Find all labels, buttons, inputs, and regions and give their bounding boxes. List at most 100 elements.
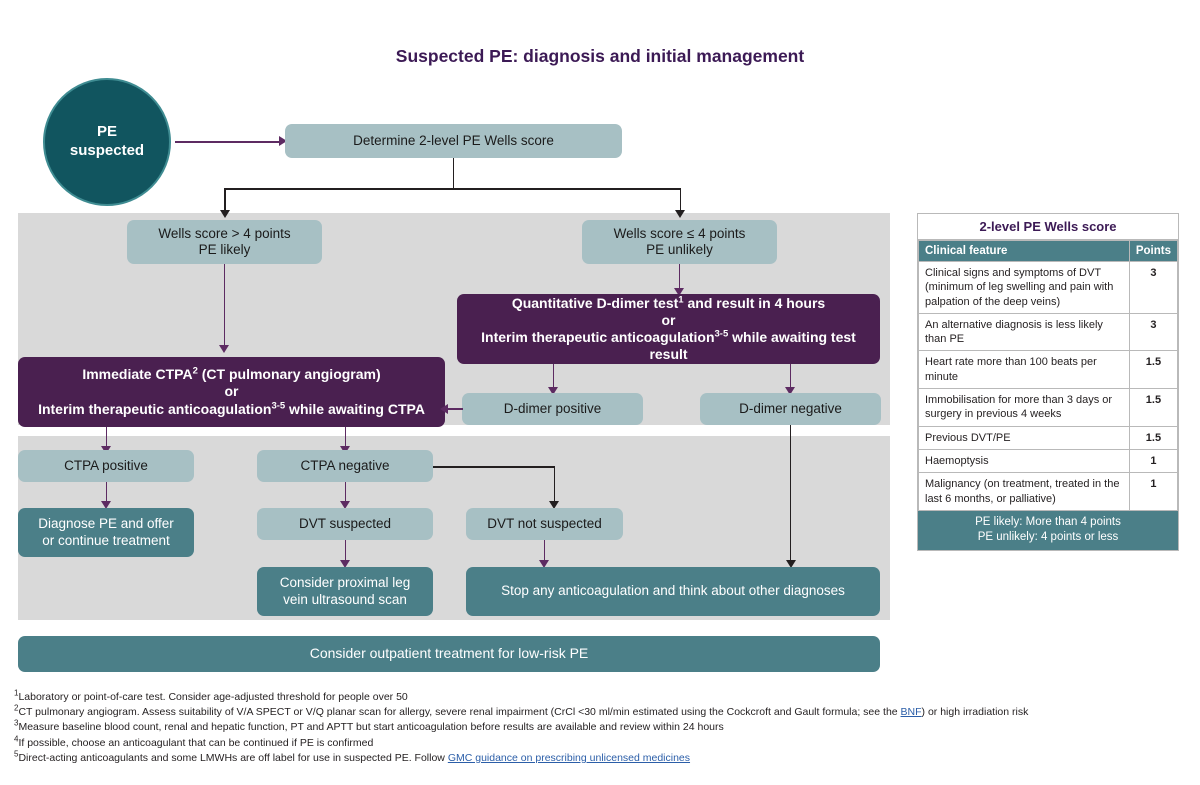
footnote-1: 1Laboratory or point-of-care test. Consi… bbox=[14, 688, 408, 703]
node-wells-likely-line2: PE likely bbox=[198, 242, 251, 257]
node-ddimer-test[interactable]: Quantitative D-dimer test1 and result in… bbox=[457, 294, 880, 364]
wells-score-table: 2-level PE Wells score Clinical feature … bbox=[917, 213, 1179, 551]
node-ultrasound-scan[interactable]: Consider proximal leg vein ultrasound sc… bbox=[257, 567, 433, 616]
node-ultrasound-line1: Consider proximal leg bbox=[279, 575, 411, 591]
connector-determine-right-drop bbox=[679, 188, 681, 214]
arrow-to-wells-unlikely bbox=[675, 210, 685, 218]
node-ultrasound-line2: vein ultrasound scan bbox=[283, 591, 407, 607]
node-determine-wells-score[interactable]: Determine 2-level PE Wells score bbox=[285, 124, 622, 158]
arrow-dvtnot-to-stop bbox=[539, 560, 549, 568]
wells-footer-line1: PE likely: More than 4 points bbox=[975, 515, 1121, 528]
node-wells-unlikely-line2: PE unlikely bbox=[646, 242, 713, 257]
node-immediate-ctpa-line3: Interim therapeutic anticoagulation3-5 w… bbox=[38, 399, 425, 417]
wells-points: 3 bbox=[1128, 312, 1179, 352]
footnote-2: 2CT pulmonary angiogram. Assess suitabil… bbox=[14, 703, 1029, 719]
wells-feature: Heart rate more than 100 beats per minut… bbox=[918, 350, 1130, 390]
arrow-ctpapos-to-diagnose bbox=[101, 501, 111, 509]
wells-points: 1.5 bbox=[1128, 425, 1179, 450]
table-row: Previous DVT/PE 1.5 bbox=[918, 425, 1179, 450]
arrow-to-wells-likely bbox=[219, 210, 230, 218]
node-pe-suspected-line1: PE bbox=[96, 123, 117, 141]
node-ddimer-test-line1: Quantitative D-dimer test1 and result in… bbox=[511, 294, 826, 311]
node-ddimer-positive[interactable]: D-dimer positive bbox=[462, 393, 643, 425]
connector-determine-rail bbox=[224, 188, 681, 190]
node-outpatient-treatment[interactable]: Consider outpatient treatment for low-ri… bbox=[18, 636, 880, 672]
connector-dvtnot-to-stop bbox=[543, 540, 546, 562]
node-pe-suspected[interactable]: PE suspected bbox=[43, 78, 171, 206]
node-immediate-ctpa[interactable]: Immediate CTPA2 (CT pulmonary angiogram)… bbox=[18, 357, 445, 427]
node-stop-anticoagulation[interactable]: Stop any anticoagulation and think about… bbox=[466, 567, 880, 616]
arrow-ctpaneg-to-dvtnot bbox=[549, 501, 559, 509]
node-ddimer-test-line3: Interim therapeutic anticoagulation3-5 w… bbox=[481, 328, 856, 363]
arrow-dvtsuspected-to-ultrasound bbox=[340, 560, 350, 568]
table-row: Immobilisation for more than 3 days or s… bbox=[918, 388, 1179, 427]
connector-ctpa-to-positive bbox=[105, 427, 108, 448]
page-title: Suspected PE: diagnosis and initial mana… bbox=[395, 46, 805, 66]
wells-table-header-row: Clinical feature Points bbox=[918, 240, 1179, 262]
node-wells-unlikely[interactable]: Wells score ≤ 4 points PE unlikely bbox=[582, 220, 777, 264]
wells-points: 1.5 bbox=[1128, 388, 1179, 427]
node-dvt-suspected[interactable]: DVT suspected bbox=[257, 508, 433, 540]
connector-unlikely-to-ddimer bbox=[678, 264, 681, 289]
wells-feature: Malignancy (on treatment, treated in the… bbox=[918, 472, 1130, 511]
footnote-3: 3Measure baseline blood count, renal and… bbox=[14, 718, 724, 734]
wells-points: 3 bbox=[1128, 261, 1179, 314]
wells-feature: An alternative diagnosis is less likely … bbox=[918, 312, 1130, 352]
arrow-ddimerpos-to-ctpa bbox=[440, 403, 448, 414]
connector-likely-to-ctpa bbox=[223, 264, 226, 346]
node-pe-suspected-line2: suspected bbox=[69, 142, 145, 159]
arrow-start-to-determine bbox=[279, 136, 287, 146]
footnote-5: 5Direct-acting anticoagulants and some L… bbox=[14, 749, 691, 764]
node-ddimer-negative[interactable]: D-dimer negative bbox=[700, 393, 881, 425]
connector-ctpaneg-elbow-h bbox=[433, 466, 555, 468]
wells-points: 1.5 bbox=[1128, 350, 1179, 390]
node-diagnose-pe-line2: or continue treatment bbox=[42, 532, 170, 548]
gmc-guidance-link[interactable]: GMC guidance on prescribing unlicensed m… bbox=[447, 751, 691, 764]
connector-ddimerpos-to-ctpa bbox=[445, 408, 463, 410]
node-ddimer-test-line2: or bbox=[661, 311, 676, 328]
connector-ctpapos-to-diagnose bbox=[105, 482, 108, 503]
wells-table-title: 2-level PE Wells score bbox=[918, 214, 1178, 240]
arrow-likely-to-ctpa bbox=[219, 345, 229, 353]
node-wells-likely-line1: Wells score > 4 points bbox=[158, 225, 291, 241]
node-immediate-ctpa-line2: or bbox=[224, 383, 239, 400]
arrow-ddimertest-to-negative bbox=[785, 387, 795, 395]
wells-feature: Previous DVT/PE bbox=[918, 425, 1130, 450]
arrow-ddimertest-to-positive bbox=[548, 387, 558, 395]
wells-header-points: Points bbox=[1128, 240, 1179, 262]
wells-feature: Clinical signs and symptoms of DVT (mini… bbox=[918, 261, 1130, 314]
connector-dvtsuspected-to-ultrasound bbox=[344, 540, 347, 562]
table-row: Heart rate more than 100 beats per minut… bbox=[918, 350, 1179, 390]
connector-determine-left-drop bbox=[224, 188, 226, 214]
wells-feature: Immobilisation for more than 3 days or s… bbox=[918, 388, 1130, 427]
connector-ddimertest-to-positive bbox=[552, 364, 555, 388]
node-wells-likely[interactable]: Wells score > 4 points PE likely bbox=[127, 220, 322, 264]
node-diagnose-pe[interactable]: Diagnose PE and offer or continue treatm… bbox=[18, 508, 194, 557]
node-dvt-not-suspected[interactable]: DVT not suspected bbox=[466, 508, 623, 540]
connector-ctpaneg-elbow-v bbox=[553, 466, 555, 503]
arrow-ctpaneg-to-dvtsuspected bbox=[340, 501, 350, 509]
table-row: Malignancy (on treatment, treated in the… bbox=[918, 472, 1179, 511]
node-wells-unlikely-line1: Wells score ≤ 4 points bbox=[613, 225, 746, 241]
wells-feature: Haemoptysis bbox=[918, 448, 1130, 474]
footnotes: 1Laboratory or point-of-care test. Consi… bbox=[14, 688, 1114, 766]
connector-ctpaneg-to-dvtsuspected bbox=[344, 482, 347, 503]
wells-points: 1 bbox=[1128, 448, 1179, 474]
connector-start-to-determine bbox=[175, 141, 279, 143]
table-row: An alternative diagnosis is less likely … bbox=[918, 312, 1179, 352]
table-row: Clinical signs and symptoms of DVT (mini… bbox=[918, 261, 1179, 314]
connector-ctpa-to-negative bbox=[344, 427, 347, 448]
wells-header-feature: Clinical feature bbox=[918, 240, 1130, 262]
connector-ddimerneg-to-stop bbox=[789, 425, 792, 563]
arrow-unlikely-to-ddimer bbox=[674, 288, 684, 296]
wells-table-footer: PE likely: More than 4 points PE unlikel… bbox=[918, 510, 1178, 550]
connector-ddimertest-to-negative bbox=[789, 364, 792, 388]
connector-determine-stem bbox=[452, 158, 454, 189]
node-ctpa-negative[interactable]: CTPA negative bbox=[257, 450, 433, 482]
table-row: Haemoptysis 1 bbox=[918, 448, 1179, 474]
node-diagnose-pe-line1: Diagnose PE and offer bbox=[38, 516, 174, 532]
footnote-4: 4If possible, choose an anticoagulant th… bbox=[14, 734, 374, 749]
node-ctpa-positive[interactable]: CTPA positive bbox=[18, 450, 194, 482]
bnf-link[interactable]: BNF bbox=[900, 706, 922, 719]
